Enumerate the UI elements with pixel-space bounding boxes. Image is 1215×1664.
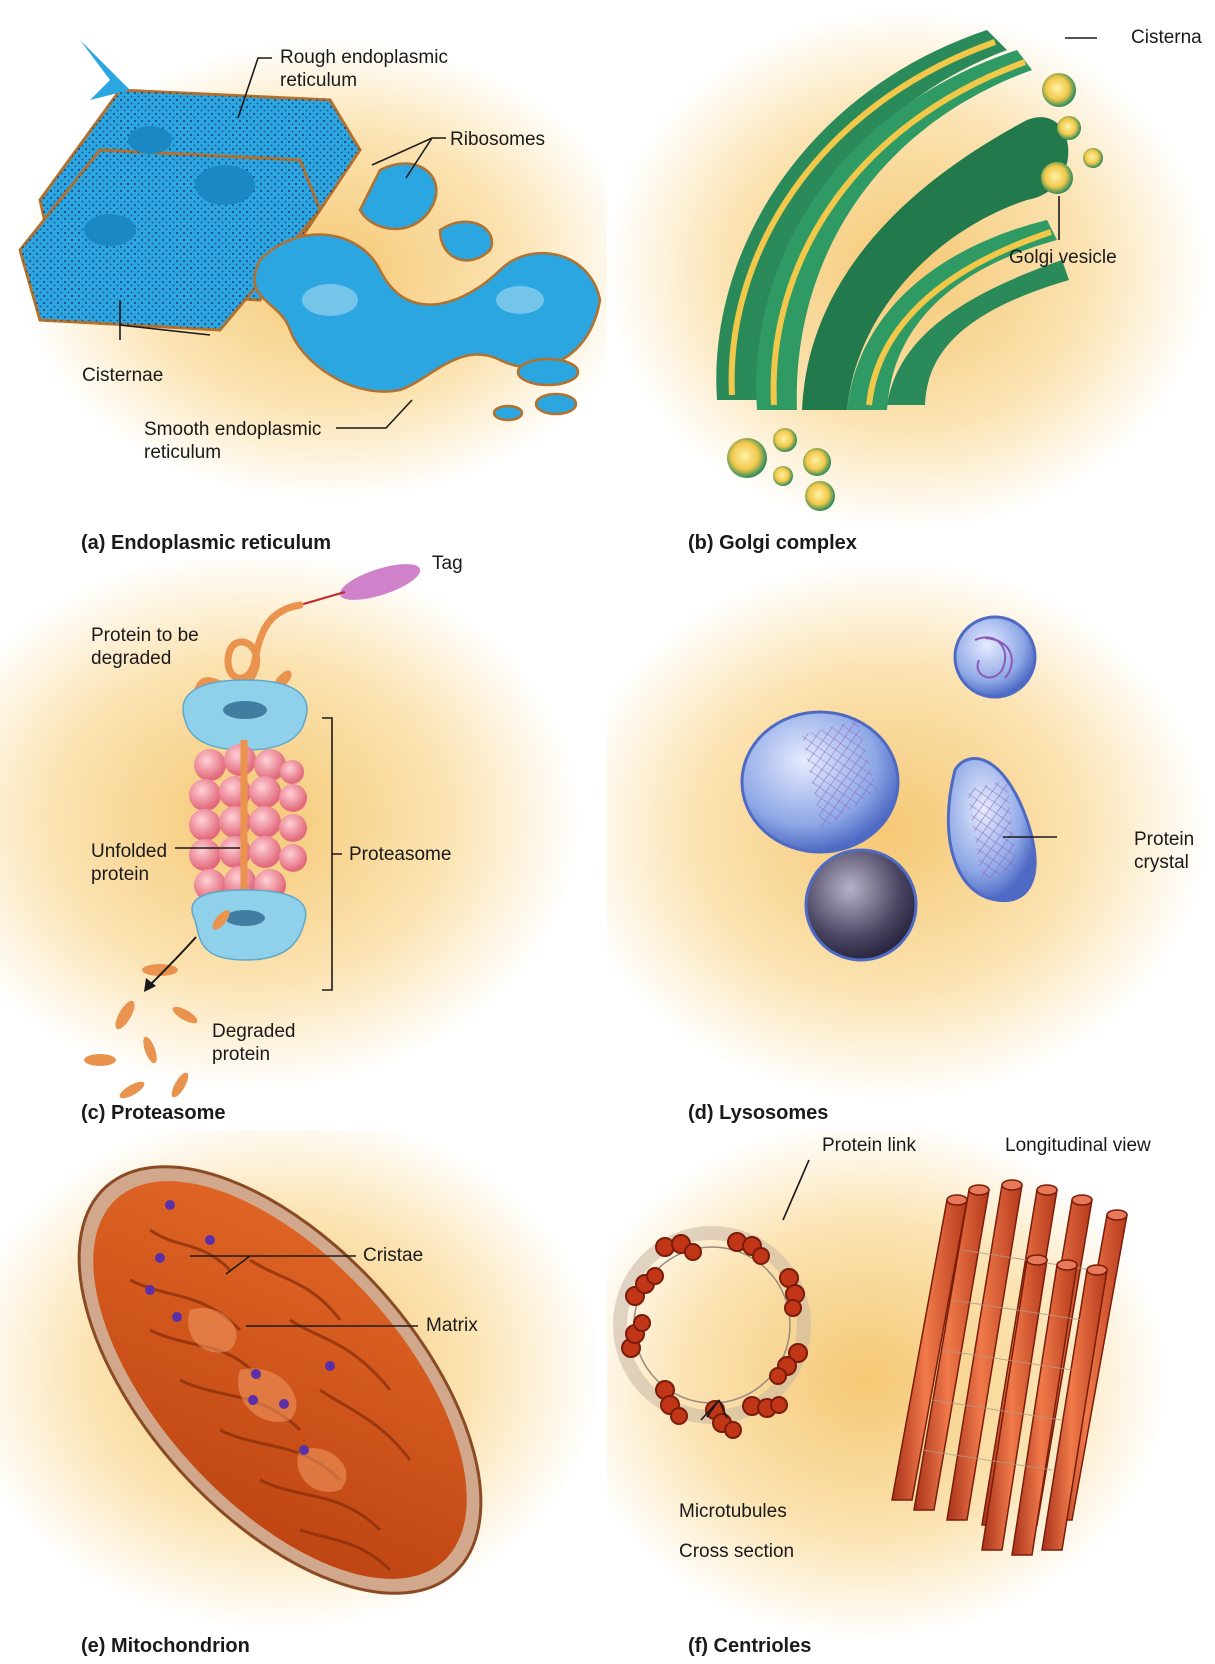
proteasome-body [183, 680, 307, 960]
golgi-illustration [607, 0, 1215, 560]
label-tag: Tag [432, 552, 463, 575]
label-matrix: Matrix [426, 1314, 478, 1337]
caption-er: (a) Endoplasmic reticulum [81, 532, 331, 555]
panel-golgi-complex: Cisterna Golgi vesicle (b) Golgi complex [607, 0, 1215, 560]
centrioles-illustration [607, 1130, 1215, 1664]
label-degraded-protein: Degraded protein [212, 1020, 295, 1066]
caption-proteasome: (c) Proteasome [81, 1102, 226, 1125]
label-ribosomes: Ribosomes [450, 128, 545, 151]
panel-proteasome: Tag Protein to be degraded Unfolded prot… [0, 560, 607, 1130]
label-proteasome: Proteasome [349, 843, 451, 866]
label-protein-to-be-degraded: Protein to be degraded [91, 624, 199, 670]
label-longitudinal-view: Longitudinal view [1005, 1134, 1151, 1157]
label-cross-section: Cross section [679, 1540, 794, 1563]
label-golgi-vesicle: Golgi vesicle [1009, 246, 1117, 269]
label-rough-er: Rough endoplasmic reticulum [280, 46, 448, 92]
caption-lysosomes: (d) Lysosomes [688, 1102, 828, 1125]
caption-golgi: (b) Golgi complex [688, 532, 857, 555]
panel-centrioles: Protein link Longitudinal view Microtubu… [607, 1130, 1215, 1664]
panel-mitochondrion: Cristae Matrix (e) Mitochondrion [0, 1130, 607, 1664]
label-cisterna: Cisterna [1131, 26, 1202, 49]
label-cristae: Cristae [363, 1244, 423, 1267]
caption-centrioles: (f) Centrioles [688, 1635, 811, 1658]
caption-mitochondrion: (e) Mitochondrion [81, 1635, 250, 1658]
panel-lysosomes: Protein crystal (d) Lysosomes [607, 560, 1215, 1130]
lysosomes-illustration [607, 560, 1215, 1130]
label-unfolded-protein: Unfolded protein [91, 840, 167, 886]
label-microtubules: Microtubules [679, 1500, 787, 1523]
panel-endoplasmic-reticulum: Rough endoplasmic reticulum Ribosomes Ci… [0, 0, 607, 560]
mitochondrion-illustration [0, 1130, 607, 1664]
label-smooth-er: Smooth endoplasmic reticulum [144, 418, 321, 464]
label-protein-crystal: Protein crystal [1134, 828, 1194, 874]
label-cisternae: Cisternae [82, 364, 163, 387]
label-protein-link: Protein link [822, 1134, 916, 1157]
